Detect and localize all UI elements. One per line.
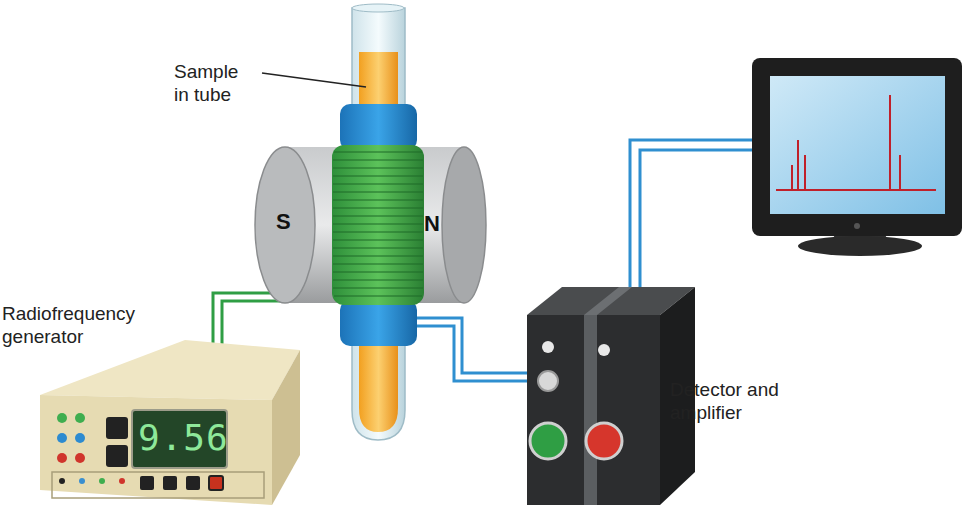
part-label: Sample in tube [174,60,254,106]
monitor [752,58,962,256]
part-label: Radiofrequency generator [2,302,167,348]
detector-box [527,287,695,505]
pole-label: N [424,212,448,235]
part-label: Detector and amplifier [670,378,815,424]
rf-generator [40,340,300,505]
pole-label: S [276,210,300,233]
leader-line [262,73,366,87]
display-reading: 9.56 [138,418,224,458]
sample-tube [332,4,424,440]
